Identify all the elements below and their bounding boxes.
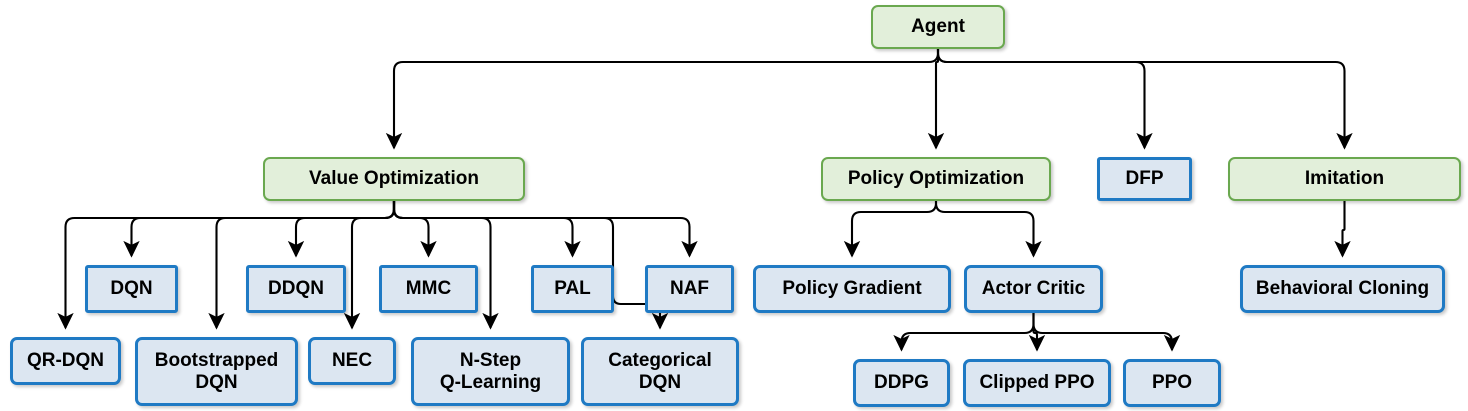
node-label-nec: NEC [331, 350, 373, 372]
node-nec[interactable]: NEC [308, 337, 396, 385]
node-label-qr_dqn: QR-DQN [26, 350, 105, 372]
node-label-actor_critic: Actor Critic [981, 278, 1086, 300]
edge-agent-value_optimization [385, 49, 940, 150]
node-clipped_ppo[interactable]: Clipped PPO [963, 359, 1111, 407]
node-label-policy_gradient: Policy Gradient [782, 278, 922, 300]
node-label-mmc: MMC [405, 278, 452, 300]
node-label-naf: NAF [669, 278, 710, 300]
node-naf[interactable]: NAF [645, 265, 734, 313]
node-label-ddpg: DDPG [874, 372, 929, 394]
node-qr_dqn[interactable]: QR-DQN [10, 337, 121, 385]
node-label-value_optimization: Value Optimization [309, 168, 479, 190]
edge-policy_optimization-actor_critic [934, 201, 1042, 258]
node-label-n_step_q_learning: N-Step Q-Learning [439, 350, 542, 393]
node-bootstrapped_dqn[interactable]: Bootstrapped DQN [135, 337, 298, 406]
edge-value_optimization-mmc [392, 201, 437, 258]
node-ppo[interactable]: PPO [1123, 359, 1221, 407]
node-label-behavioral_cloning: Behavioral Cloning [1255, 278, 1430, 300]
node-label-policy_optimization: Policy Optimization [847, 168, 1025, 190]
node-behavioral_cloning[interactable]: Behavioral Cloning [1240, 265, 1445, 313]
edge-agent-dfp [936, 49, 1153, 150]
node-policy_optimization[interactable]: Policy Optimization [821, 157, 1051, 201]
edge-policy_optimization-policy_gradient [843, 201, 938, 258]
node-label-dfp: DFP [1125, 168, 1164, 190]
edge-actor_critic-ppo [1032, 313, 1181, 352]
node-label-clipped_ppo: Clipped PPO [979, 372, 1095, 394]
node-value_optimization[interactable]: Value Optimization [263, 157, 525, 201]
edge-agent-policy_optimization [927, 49, 945, 150]
node-label-categorical_dqn: Categorical DQN [608, 350, 712, 393]
node-pal[interactable]: PAL [531, 265, 614, 313]
node-label-bootstrapped_dqn: Bootstrapped DQN [154, 350, 279, 393]
edge-value_optimization-pal [392, 201, 581, 258]
node-actor_critic[interactable]: Actor Critic [964, 265, 1103, 313]
node-label-dqn: DQN [110, 278, 153, 300]
edge-actor_critic-ddpg [893, 313, 1035, 352]
node-dqn[interactable]: DQN [85, 265, 178, 313]
edge-imitation-behavioral_cloning [1334, 201, 1351, 258]
edge-value_optimization-dqn [123, 201, 396, 258]
node-dfp[interactable]: DFP [1097, 157, 1192, 201]
node-ddqn[interactable]: DDQN [246, 265, 346, 313]
node-agent[interactable]: Agent [871, 5, 1005, 49]
edge-agent-imitation [936, 49, 1353, 150]
edge-value_optimization-naf [392, 201, 698, 258]
node-n_step_q_learning[interactable]: N-Step Q-Learning [411, 337, 570, 406]
node-label-agent: Agent [911, 16, 965, 38]
node-categorical_dqn[interactable]: Categorical DQN [581, 337, 739, 406]
node-mmc[interactable]: MMC [379, 265, 478, 313]
node-policy_gradient[interactable]: Policy Gradient [753, 265, 951, 313]
node-label-imitation: Imitation [1304, 168, 1385, 190]
edge-actor_critic-clipped_ppo [1028, 313, 1046, 352]
node-imitation[interactable]: Imitation [1228, 157, 1461, 201]
node-label-ddqn: DDQN [268, 278, 324, 300]
node-label-ppo: PPO [1151, 372, 1193, 394]
node-ddpg[interactable]: DDPG [853, 359, 950, 407]
node-label-pal: PAL [554, 278, 591, 300]
edge-value_optimization-ddqn [287, 201, 396, 258]
